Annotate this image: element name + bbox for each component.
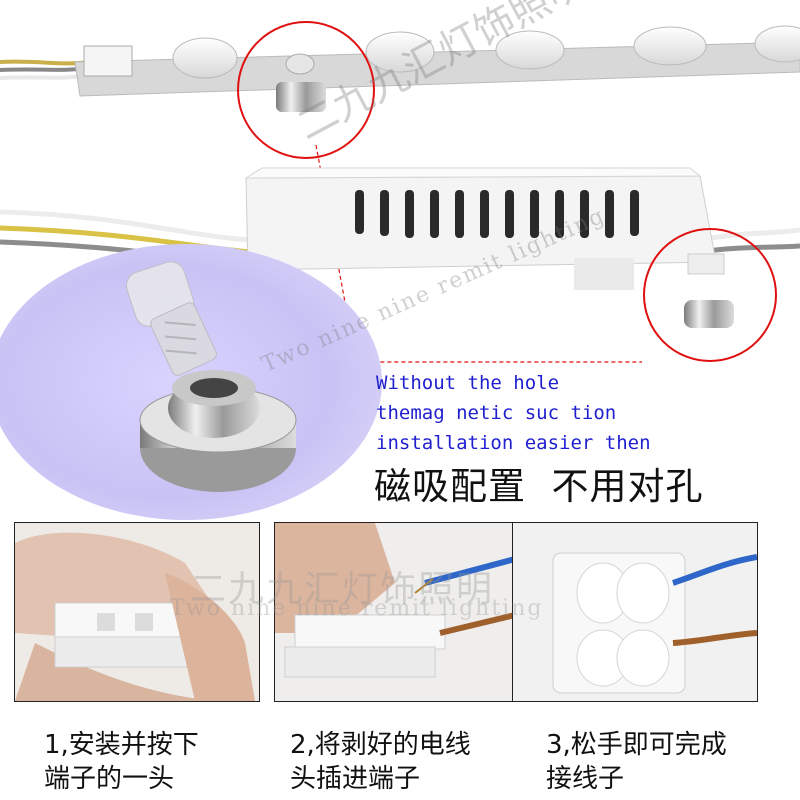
step-photo-2 <box>274 522 520 702</box>
plastic-screw <box>125 261 217 376</box>
step-photo-3 <box>512 522 758 702</box>
chinese-caption: 磁吸配置 不用对孔 <box>374 465 704 508</box>
step-label-2: 2,将剥好的电线 头插进端子 <box>290 728 471 796</box>
step-label-3: 3,松手即可完成 接线子 <box>546 728 727 796</box>
caption-line-3: installation easier then <box>376 432 651 454</box>
driver-box <box>244 167 734 328</box>
english-caption: Without the hole themag netic suc tion i… <box>376 368 651 458</box>
step-label-2-line2: 头插进端子 <box>290 764 421 794</box>
step-label-1-line2: 端子的一头 <box>44 764 175 794</box>
step-label-3-line2: 接线子 <box>546 764 625 794</box>
caption-line-1: Without the hole <box>376 372 560 394</box>
step-label-3-line1: 3,松手即可完成 <box>546 730 727 760</box>
product-illustration <box>0 21 800 520</box>
caption-line-2: themag netic suc tion <box>376 402 617 424</box>
step-label-2-line1: 2,将剥好的电线 <box>290 730 471 760</box>
step-label-1-line1: 1,安装并按下 <box>44 730 199 760</box>
highlight-circle-top <box>237 21 375 159</box>
product-photo: Without the hole themag netic suc tion i… <box>0 0 800 520</box>
step-label-1: 1,安装并按下 端子的一头 <box>44 728 199 796</box>
highlight-circle-right <box>643 228 777 362</box>
led-strip <box>74 25 800 112</box>
step-photo-1 <box>14 522 260 702</box>
magnet-piece <box>139 370 297 492</box>
